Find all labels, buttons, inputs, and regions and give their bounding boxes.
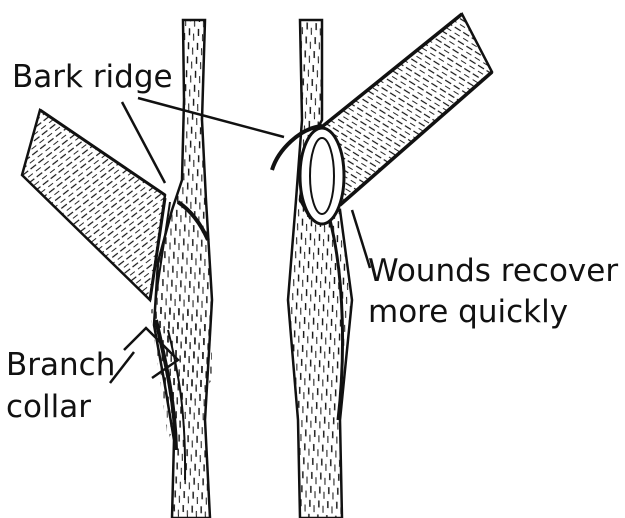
left-branch-stub (22, 110, 170, 300)
bark-ridge-leader-right (138, 98, 284, 137)
wound-callus (300, 128, 344, 224)
wounds-label-line1: Wounds recover (368, 252, 618, 290)
wounds-label-line2: more quickly (368, 293, 568, 331)
branch-collar-label-line2: collar (6, 388, 91, 426)
branch-collar-label-line1: Branch (6, 346, 115, 384)
bark-ridge-label: Bark ridge (12, 58, 173, 96)
right-trunk (288, 20, 352, 518)
